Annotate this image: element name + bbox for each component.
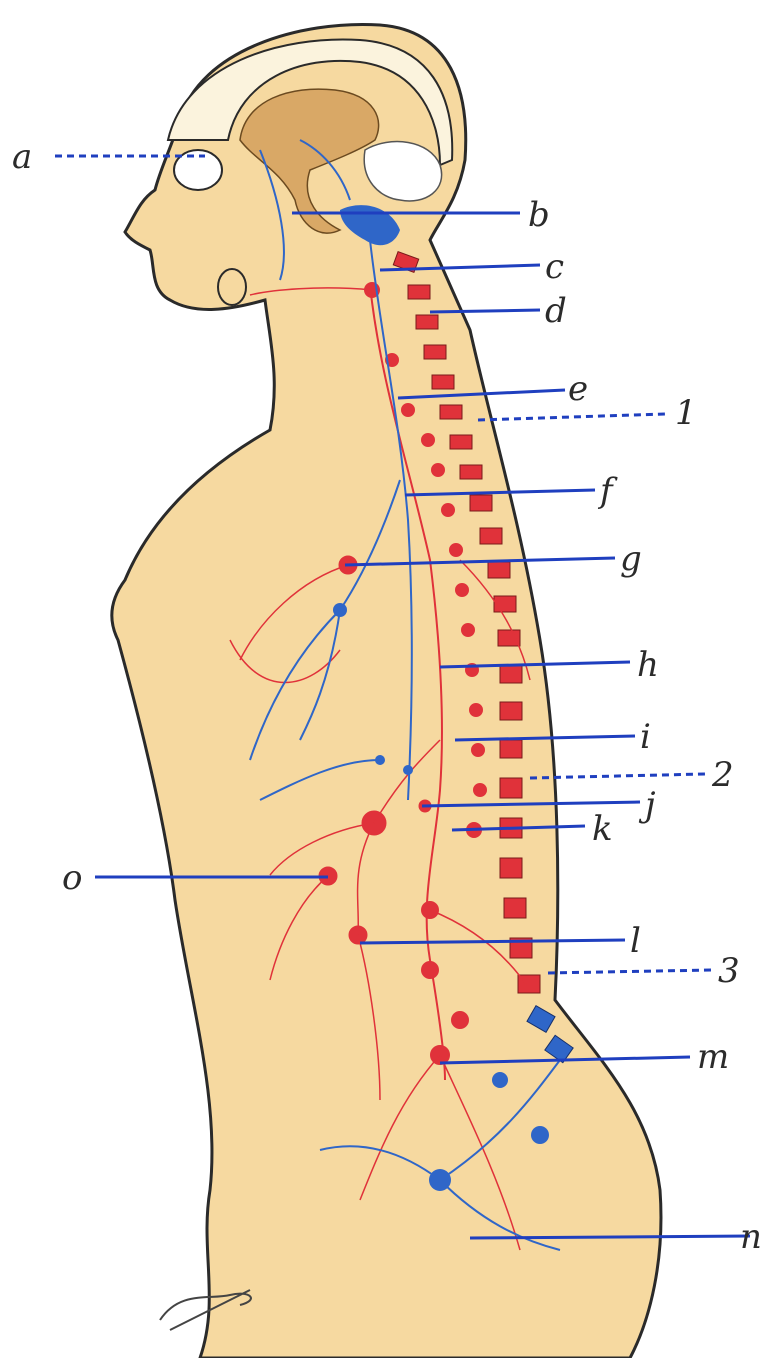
label-c: c: [545, 247, 564, 287]
label-a: a: [12, 137, 32, 177]
label-2: 2: [711, 755, 734, 795]
label-3: 3: [718, 951, 740, 991]
leader-2: [530, 774, 705, 778]
label-j: j: [638, 785, 656, 825]
label-e: e: [568, 369, 588, 409]
label-b: b: [528, 195, 550, 235]
leader-d: [430, 310, 540, 312]
label-o: o: [62, 858, 82, 898]
ear: [218, 269, 246, 305]
label-d: d: [545, 291, 567, 331]
label-h: h: [637, 645, 659, 685]
label-g: g: [620, 539, 642, 579]
label-n: n: [740, 1217, 762, 1257]
leader-3: [548, 970, 712, 973]
label-k: k: [592, 809, 613, 849]
leader-n: [470, 1236, 750, 1238]
label-i: i: [640, 717, 651, 757]
label-l: l: [630, 921, 641, 961]
leader-1: [478, 414, 665, 420]
label-1: 1: [675, 393, 697, 433]
label-f: f: [597, 471, 618, 511]
label-m: m: [697, 1037, 729, 1077]
